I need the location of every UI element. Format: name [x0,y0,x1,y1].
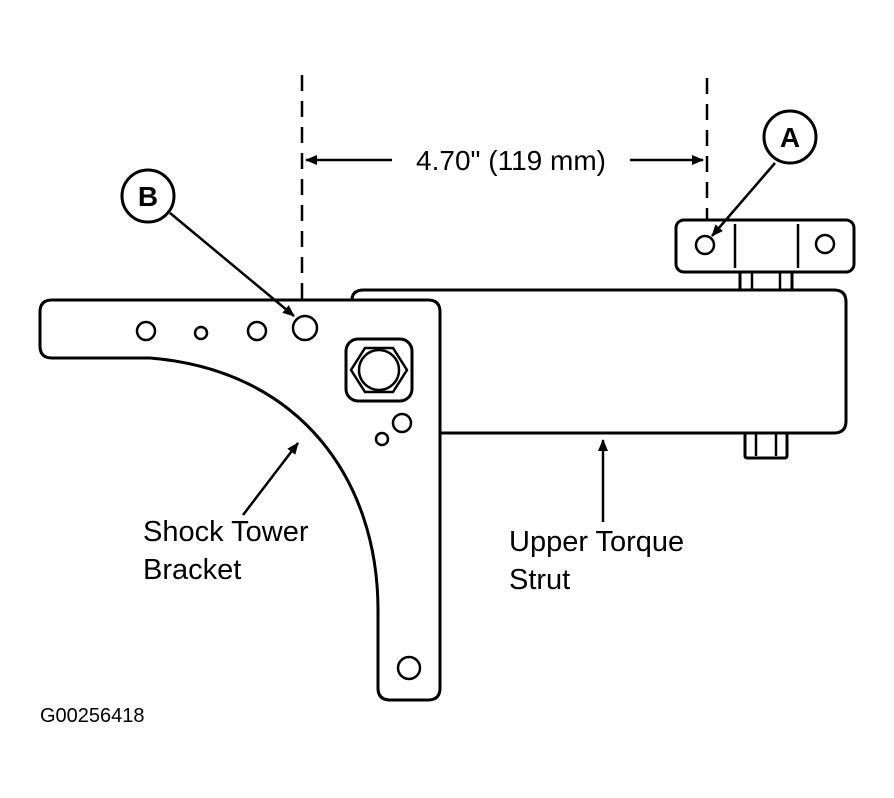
label-upper-torque-strut: Upper Torque Strut [509,526,692,596]
upper-torque-strut [350,268,848,460]
bracket-hole-b [291,314,319,342]
clamp-block [674,218,856,274]
bracket-hole-bottom [396,655,422,681]
callout-b-label: B [138,181,158,212]
bolt-hole-clamp-right [814,233,836,255]
shock-tower-bracket [38,298,442,702]
dimension-text: 4.70" (119 mm) [416,145,606,176]
callout-a-label: A [780,122,800,153]
bolt-hole-a [694,234,716,256]
bracket-hole-3 [246,320,268,342]
bracket-hole-2 [193,325,209,341]
label-shock-tower-bracket: Shock Tower Bracket [143,516,317,586]
leader-shock-tower-bracket [242,442,299,516]
bracket-hole-small-1 [391,412,413,434]
hex-bolt-icon [344,337,414,403]
callout-a: A [711,109,818,237]
figure-id: G00256418 [40,705,145,727]
bracket-hole-small-2 [374,431,390,447]
strut-body [350,288,848,435]
callout-b: B [120,168,295,317]
bracket-hole-1 [135,320,157,342]
